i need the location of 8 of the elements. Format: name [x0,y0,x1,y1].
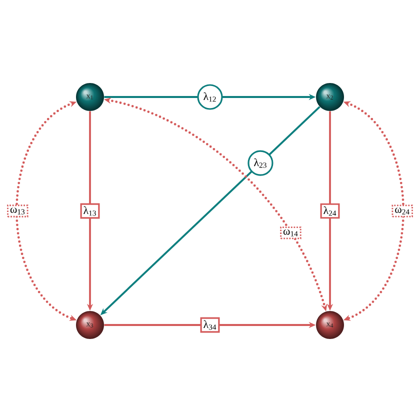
edge-label: ω$_{13}$ [7,204,28,218]
edge-label: ω$_{14}$ [280,226,302,240]
edge-label: λ$_{34}$ [200,317,220,333]
edge-label: ω$_{24}$ [392,204,413,218]
edge-label: λ$_{12}$ [197,84,223,110]
edge-label: λ$_{23}$ [248,150,274,176]
edge-label: λ$_{13}$ [80,203,100,219]
edge-label: λ$_{24}$ [320,203,340,219]
